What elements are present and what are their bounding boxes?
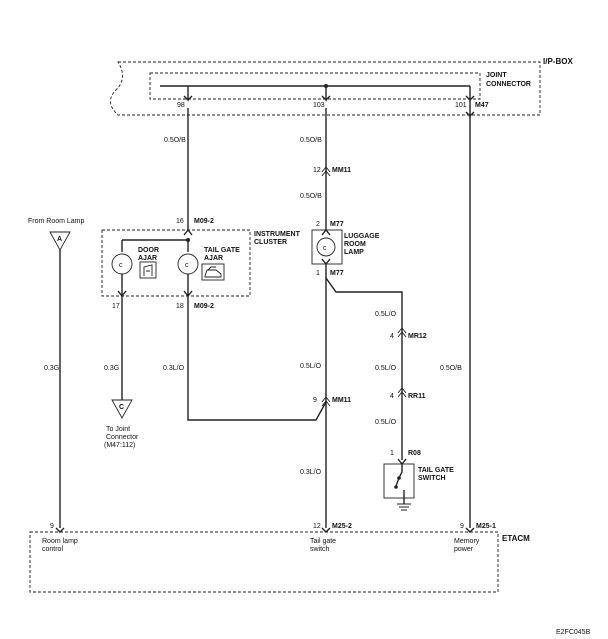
wire-lamp-to-switch [325, 277, 403, 460]
to-joint-label-3: (M47:112) [104, 442, 135, 449]
joint-connector-label-1: JOINT [486, 72, 507, 79]
ip-box-label: I/P-BOX [543, 57, 573, 66]
svg-text:c: c [119, 262, 123, 269]
svg-text:c: c [185, 262, 189, 269]
luggage-label-1: LUGGAGE [344, 233, 380, 240]
pin-1-r08: 1 [390, 450, 394, 457]
joint-connector-label-2: CONNECTOR [486, 81, 531, 88]
pin-98: 98 [177, 102, 185, 109]
connector-rr11 [397, 387, 407, 398]
luggage-label-2: ROOM [344, 241, 366, 248]
connector-mm11-b: MM11 [332, 397, 351, 404]
pin-18: 18 [176, 303, 184, 310]
tail-gate-switch-label-1: TAIL GATE [418, 467, 454, 474]
tail-gate-ajar-label-2: AJAR [204, 255, 223, 262]
offpage-a-symbol [49, 231, 71, 528]
connector-mm11-bottom [321, 396, 331, 407]
wire-label-w6: 0.3G [104, 365, 119, 372]
instrument-cluster-label-2: CLUSTER [254, 239, 287, 246]
connector-m77-top: M77 [330, 221, 344, 228]
etacm-tail-label-1: Tail gate [310, 538, 336, 545]
door-ajar-label-2: AJAR [138, 255, 157, 262]
tail-gate-switch [383, 458, 415, 511]
offpage-a-letter: A [57, 236, 62, 243]
connector-mm11-a: MM11 [332, 167, 351, 174]
tail-gate-ajar-label-1: TAIL GATE [204, 247, 240, 254]
pin-1: 1 [316, 270, 320, 277]
wire-label-w5: 0.3G [44, 365, 59, 372]
connector-rr11-label: RR11 [408, 393, 426, 400]
tail-gate-switch-label-2: SWITCH [418, 475, 446, 482]
pin-9-room: 9 [50, 523, 54, 530]
ip-box [110, 61, 541, 116]
svg-text:c: c [323, 245, 327, 252]
instrument-cluster-box: c c [101, 228, 251, 298]
instrument-cluster-label-1: INSTRUMENT [254, 231, 301, 238]
connector-m47: M47 [475, 102, 489, 109]
etacm-room-label-2: control [42, 546, 63, 553]
door-ajar-label-1: DOOR [138, 247, 159, 254]
pin-12-tail: 12 [313, 523, 321, 530]
wire-label-w4: 0.5L/O [300, 363, 322, 370]
etacm-room-label-1: Room lamp [42, 538, 78, 545]
connector-m09-2-bottom: M09-2 [194, 303, 214, 310]
offpage-c-letter: C [119, 404, 124, 411]
wire-label-w2: 0.5O/B [300, 137, 322, 144]
wire-label-w11: 0.3L/O [300, 469, 322, 476]
luggage-room-lamp: c [311, 228, 343, 266]
figure-code: E2FC045B [556, 629, 591, 636]
connector-m77-bottom: M77 [330, 270, 344, 277]
pin-16: 16 [176, 218, 184, 225]
pin-103: 103 [313, 102, 325, 109]
wire-label-w12: 0.5O/B [440, 365, 462, 372]
pin-101: 101 [455, 102, 467, 109]
etacm-tail-label-2: switch [310, 546, 330, 553]
pin-4-rr11: 4 [390, 393, 394, 400]
wire-label-w8: 0.5L/O [375, 311, 397, 318]
connector-r08-label: R08 [408, 450, 421, 457]
wire-label-w10: 0.5L/O [375, 419, 397, 426]
pin-17: 17 [112, 303, 120, 310]
connector-mr12 [397, 327, 407, 338]
joint-taps [183, 84, 475, 115]
connector-m25-2: M25-2 [332, 523, 352, 530]
luggage-label-3: LAMP [344, 249, 364, 256]
etacm-box [29, 527, 499, 593]
pin-12-mm11: 12 [313, 167, 321, 174]
connector-mm11-top [321, 166, 331, 177]
door-ajar-icon [139, 261, 157, 279]
pin-2: 2 [316, 221, 320, 228]
offpage-c-symbol [111, 399, 133, 419]
memory-power-wire [465, 111, 475, 528]
pin-4-mr12: 4 [390, 333, 394, 340]
pin-9-mm11: 9 [313, 397, 317, 404]
etacm-memory-label-2: power [454, 546, 474, 553]
wire-label-w9: 0.5L/O [375, 365, 397, 372]
tail-gate-ajar-icon [201, 263, 225, 281]
wire-label-w7: 0.3L/O [163, 365, 185, 372]
pin-9-memory: 9 [460, 523, 464, 530]
to-joint-label-2: Connector [106, 434, 139, 441]
connector-mr12-label: MR12 [408, 333, 427, 340]
to-joint-label-1: To Joint [106, 426, 130, 433]
wire-label-w1: 0.5O/B [164, 137, 186, 144]
wire-label-w3: 0.5O/B [300, 193, 322, 200]
connector-m25-1: M25-1 [476, 523, 496, 530]
etacm-label: ETACM [502, 534, 530, 543]
wire-18-to-mm11 [187, 296, 327, 421]
connector-m09-2-top: M09-2 [194, 218, 214, 225]
etacm-memory-label-1: Memory [454, 538, 480, 545]
from-room-lamp-label: From Room Lamp [28, 218, 85, 225]
